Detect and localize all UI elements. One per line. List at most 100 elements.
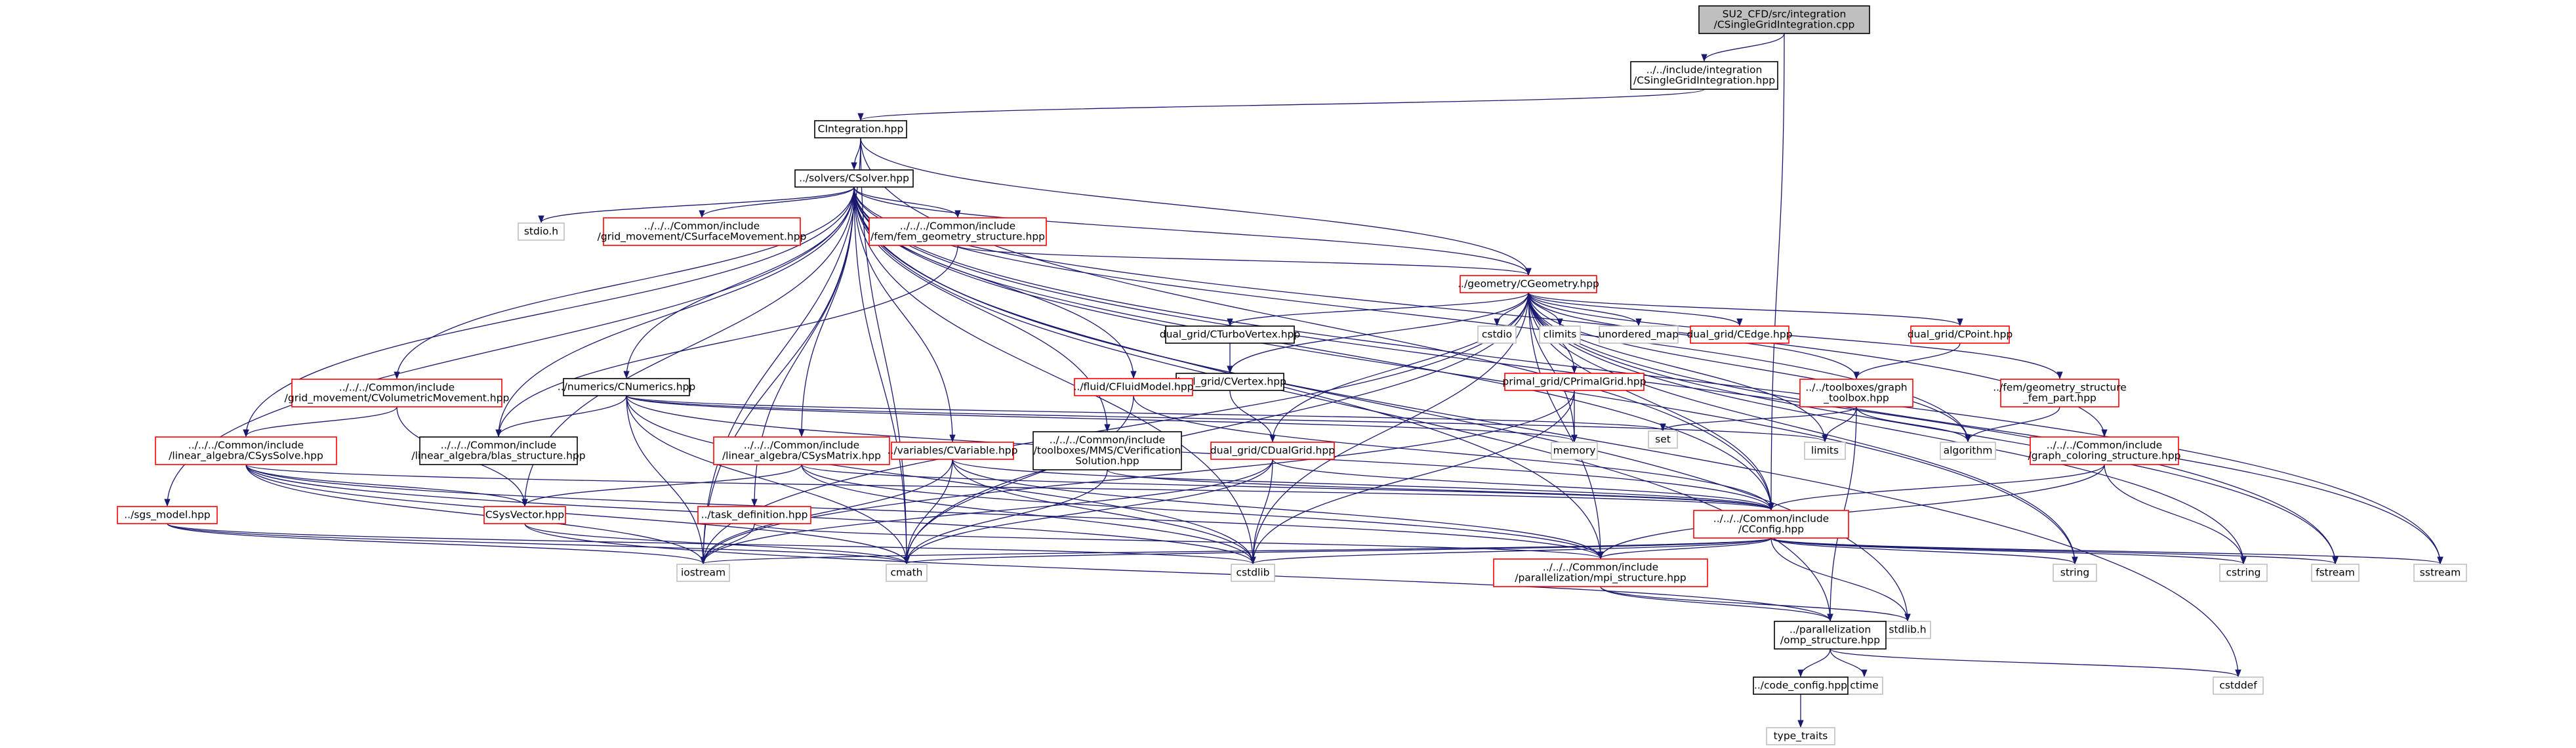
edge-graph_toolbox-to-algorithm <box>1856 406 1971 443</box>
edge-graph_coloring-to-cconfig <box>1768 464 2105 511</box>
node-blas[interactable]: ../../../Common/include/linear_algebra/b… <box>411 436 586 465</box>
node-climits[interactable]: climits <box>1539 325 1581 344</box>
node-omp_structure[interactable]: ../parallelization/omp_structure.hpp <box>1774 621 1887 650</box>
node-stdio[interactable]: stdio.h <box>518 222 565 241</box>
node-csysmatrix[interactable]: ../../../Common/include/linear_algebra/C… <box>713 436 890 465</box>
edge-cgeometry-to-fstream <box>1528 292 2339 565</box>
node-unordered_map[interactable]: unordered_map <box>1599 325 1679 344</box>
node-cintegration-box <box>814 120 907 138</box>
node-cstring[interactable]: cstring <box>2219 564 2268 582</box>
node-cstring-box <box>2219 564 2268 582</box>
node-mpi_structure-box <box>1493 558 1708 587</box>
node-csyssolve[interactable]: ../../../Common/include/linear_algebra/C… <box>155 436 337 465</box>
node-cmath[interactable]: cmath <box>886 564 928 582</box>
node-csysvector[interactable]: CSysVector.hpp <box>483 506 566 524</box>
edge-cgeometry-to-unordered_map <box>1528 292 1642 327</box>
node-blas-label-1: /linear_algebra/blas_structure.hpp <box>411 449 585 462</box>
node-cedge-label-0: dual_grid/CEdge.hpp <box>1687 328 1792 341</box>
node-fstream[interactable]: fstream <box>2311 564 2360 582</box>
edge-root-to-cconfig <box>1768 33 1785 511</box>
node-sstream[interactable]: sstream <box>2413 564 2467 582</box>
node-task_definition-box <box>697 506 811 524</box>
node-stdlib[interactable]: stdlib.h <box>1884 621 1931 639</box>
node-cdualgrid[interactable]: dual_grid/CDualGrid.hpp <box>1210 442 1335 460</box>
node-cstddef-box <box>2213 676 2264 695</box>
node-limits[interactable]: limits <box>1804 442 1846 460</box>
node-string-box <box>2053 564 2097 582</box>
node-fem_part[interactable]: ../fem/geometry_structure_fem_part.hpp <box>1993 379 2127 407</box>
node-cverification[interactable]: ../../../Common/include/toolboxes/MMS/CV… <box>1032 431 1182 470</box>
node-singlegrid_hpp-label-0: ../../include/integration <box>1646 64 1763 75</box>
node-cstddef-label-0: cstddef <box>2219 679 2257 691</box>
node-csurfacemovement[interactable]: ../../../Common/include/grid_movement/CS… <box>598 217 807 246</box>
node-cfluidmodel[interactable]: ../fluid/CFluidModel.hpp <box>1073 378 1194 396</box>
node-limits-label-0: limits <box>1811 444 1839 456</box>
edge-cvariable-to-iostream <box>700 459 953 565</box>
edge-csysmatrix-to-csysvector <box>521 464 802 507</box>
node-graph_coloring-label-0: ../../../Common/include <box>2047 439 2162 451</box>
node-cpoint-label-0: dual_grid/CPoint.hpp <box>1908 328 2013 341</box>
edge-cvertex-to-cdualgrid <box>1229 390 1276 443</box>
node-algorithm[interactable]: algorithm <box>1940 442 1996 460</box>
node-cnumerics[interactable]: ../numerics/CNumerics.hpp <box>558 378 695 396</box>
edge-cconfig-to-mpi_structure <box>1597 537 1772 560</box>
node-iostream[interactable]: iostream <box>676 564 730 582</box>
edge-cintegration-to-cmath <box>860 137 910 565</box>
node-csysvector-label-0: CSysVector.hpp <box>485 509 564 520</box>
node-sgs_model[interactable]: ../sgs_model.hpp <box>117 506 218 524</box>
node-omp_structure-label-0: ../parallelization <box>1789 623 1871 635</box>
node-cvertex-label-0: dual_grid/CVertex.hpp <box>1174 375 1286 388</box>
node-mpi_structure[interactable]: ../../../Common/include/parallelization/… <box>1493 558 1708 587</box>
node-csyssolve-label-0: ../../../Common/include <box>188 439 304 451</box>
node-csolver[interactable]: ../solvers/CSolver.hpp <box>794 169 914 188</box>
node-cturbovertex[interactable]: dual_grid/CTurboVertex.hpp <box>1160 325 1301 344</box>
node-singlegrid_hpp[interactable]: ../../include/integration/CSingleGridInt… <box>1630 61 1778 90</box>
node-ctime[interactable]: ctime <box>1845 676 1883 695</box>
node-task_definition-label-0: ../task_definition.hpp <box>701 509 808 521</box>
edge-csyssolve-to-cconfig <box>245 464 1774 511</box>
edge-cgeometry-to-cturbovertex <box>1227 292 1529 327</box>
node-cpoint[interactable]: dual_grid/CPoint.hpp <box>1908 325 2013 344</box>
node-cintegration[interactable]: CIntegration.hpp <box>814 120 907 138</box>
node-graph_coloring[interactable]: ../../../Common/include/graph_coloring_s… <box>2028 436 2181 465</box>
node-graph_toolbox[interactable]: ../../toolboxes/graph_toolbox.hpp <box>1799 379 1913 407</box>
node-cturbovertex-box <box>1165 325 1295 344</box>
node-cprimalgrid[interactable]: primal_grid/CPrimalGrid.hpp <box>1502 373 1646 391</box>
node-cgeometry[interactable]: ../geometry/CGeometry.hpp <box>1458 275 1599 293</box>
edge-fem_geometry-to-blas <box>495 245 958 438</box>
node-cvariable[interactable]: ../variables/CVariable.hpp <box>888 442 1018 460</box>
node-cvolumetricmovement[interactable]: ../../../Common/include/grid_movement/CV… <box>285 379 510 407</box>
node-csurfacemovement-label-1: /grid_movement/CSurfaceMovement.hpp <box>598 230 807 243</box>
node-cstdio[interactable]: cstdio <box>1477 325 1517 344</box>
node-memory-label-0: memory <box>1553 444 1596 456</box>
node-cvertex[interactable]: dual_grid/CVertex.hpp <box>1174 373 1286 391</box>
node-task_definition[interactable]: ../task_definition.hpp <box>697 506 811 524</box>
node-sstream-box <box>2413 564 2467 582</box>
node-climits-box <box>1539 325 1581 344</box>
edge-csolver-to-cnumerics <box>623 186 855 379</box>
node-cstddef[interactable]: cstddef <box>2213 676 2264 695</box>
node-fem_geometry-label-1: /fem/fem_geometry_structure.hpp <box>870 230 1045 243</box>
edge-cdualgrid-to-cmath <box>903 459 1273 565</box>
node-cconfig[interactable]: ../../../Common/include/CConfig.hpp <box>1693 510 1849 539</box>
edge-cdualgrid-to-iostream <box>700 459 1273 565</box>
edge-root-to-singlegrid_hpp <box>1701 33 1785 62</box>
node-type_traits[interactable]: type_traits <box>1766 727 1835 745</box>
node-fem_part-label-1: _fem_part.hpp <box>2022 392 2096 404</box>
node-graph_toolbox-box <box>1799 379 1913 407</box>
edge-csyssolve-to-iostream <box>245 464 706 565</box>
node-cnumerics-box <box>563 378 690 396</box>
node-cedge[interactable]: dual_grid/CEdge.hpp <box>1687 325 1793 344</box>
node-root[interactable]: SU2_CFD/src/integration/CSingleGridInteg… <box>1698 5 1870 34</box>
edge-cvariable-to-cstdlib <box>952 459 1256 565</box>
node-set[interactable]: set <box>1648 430 1678 449</box>
node-string[interactable]: string <box>2053 564 2097 582</box>
node-csysmatrix-label-1: /linear_algebra/CSysMatrix.hpp <box>722 449 881 462</box>
node-cstdlib[interactable]: cstdlib <box>1231 564 1275 582</box>
node-code_config[interactable]: ../code_config.hpp <box>1753 676 1849 695</box>
edge-cgeometry-to-cdualgrid <box>1269 292 1529 443</box>
edge-cvariable-to-mpi_structure <box>952 459 1604 560</box>
node-fem_geometry[interactable]: ../../../Common/include/fem/fem_geometry… <box>869 217 1047 246</box>
edge-csysmatrix-to-mpi_structure <box>801 464 1604 560</box>
node-memory[interactable]: memory <box>1551 442 1598 460</box>
